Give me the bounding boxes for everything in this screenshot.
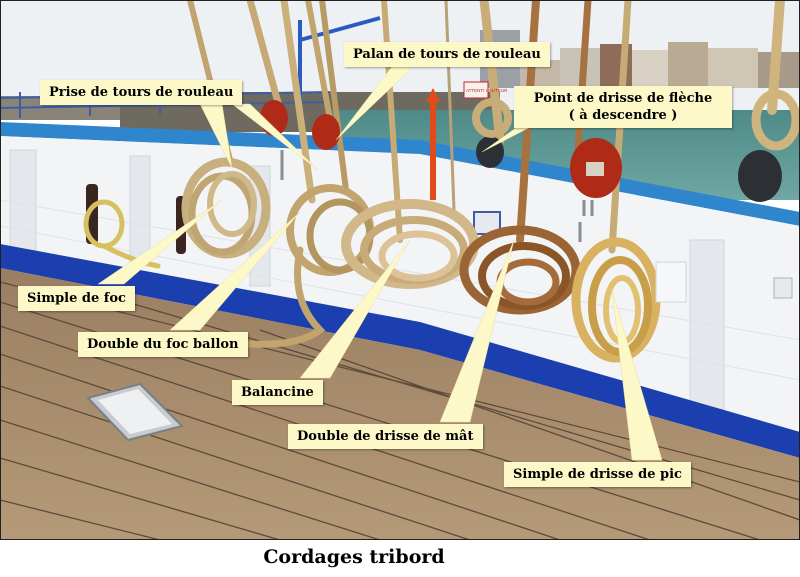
label-point-de-drisse-de-fleche-line1: Point de drisse de flèche — [533, 91, 713, 106]
label-double-de-drisse-de-mat: Double de drisse de mât — [288, 424, 483, 449]
deck-hatch — [86, 382, 184, 442]
caption: Cordages tribord — [263, 546, 445, 568]
label-double-du-foc-ballon: Double du foc ballon — [78, 332, 248, 357]
label-balancine: Balancine — [232, 380, 323, 405]
wall-fitting — [773, 277, 793, 299]
rope-coils — [83, 89, 800, 363]
deck-box — [655, 261, 687, 303]
label-pointers — [97, 63, 663, 461]
bulwark-cap — [0, 122, 800, 226]
red-post — [426, 88, 440, 200]
label-prise-de-tours-de-rouleau: Prise de tours de rouleau — [40, 80, 243, 105]
hull-blue-waterway — [0, 244, 800, 458]
label-point-de-drisse-de-fleche-line2: ( à descendre ) — [568, 108, 678, 123]
label-simple-de-drisse-de-pic: Simple de drisse de pic — [504, 462, 691, 487]
quay-warning-sign-text: ATTENTI HAUTEUR — [466, 88, 508, 93]
label-point-de-drisse-de-fleche: Point de drisse de flèche ( à descendre … — [514, 86, 732, 128]
label-palan-de-tours-de-rouleau: Palan de tours de rouleau — [344, 42, 550, 67]
harbour-town — [480, 30, 800, 88]
red-block — [260, 100, 622, 198]
shackles — [280, 150, 594, 242]
label-simple-de-foc: Simple de foc — [18, 286, 135, 311]
quay-warning-sign — [463, 81, 489, 99]
